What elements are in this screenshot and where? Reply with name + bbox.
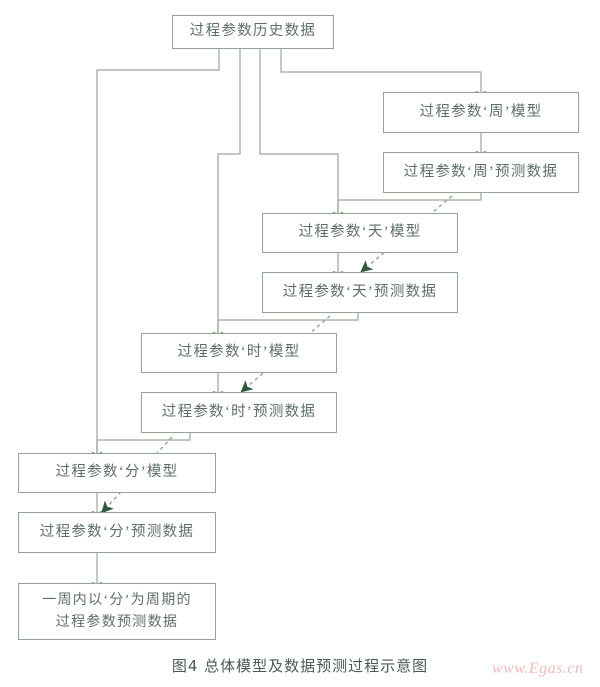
node-hour-pred[interactable]: 过程参数‘时’预测数据 (141, 392, 337, 433)
node-history-label: 过程参数历史数据 (189, 23, 317, 40)
node-final-output-label-line2: 过程参数预测数据 (55, 614, 179, 630)
node-day-model[interactable]: 过程参数‘天’模型 (262, 213, 458, 253)
node-final-output-label-line1: 一周内以‘分’为周期的 (42, 592, 192, 608)
node-day-model-label: 过程参数‘天’模型 (298, 224, 422, 241)
node-hour-model[interactable]: 过程参数‘时’模型 (141, 333, 337, 373)
node-minute-model[interactable]: 过程参数‘分’模型 (18, 453, 216, 493)
node-minute-pred-label: 过程参数‘分’预测数据 (39, 523, 195, 540)
node-week-pred[interactable]: 过程参数‘周’预测数据 (383, 152, 579, 193)
edge-day-pred-to-hour-pred-dashed (240, 315, 331, 393)
edge-history-to-hour-model (213, 49, 241, 342)
edge-week-pred-to-day-model (333, 193, 482, 222)
edge-history-to-week-model (280, 49, 486, 101)
node-final-output[interactable]: 一周内以‘分’为周期的 过程参数预测数据 (18, 583, 216, 640)
node-minute-model-label: 过程参数‘分’模型 (55, 464, 179, 481)
edge-history-to-day-model (259, 49, 343, 222)
node-week-model-label: 过程参数‘周’模型 (419, 103, 543, 120)
node-history[interactable]: 过程参数历史数据 (172, 15, 334, 49)
node-week-model[interactable]: 过程参数‘周’模型 (383, 92, 579, 133)
edge-history-to-minute-model (92, 49, 220, 462)
edge-hour-pred-to-minute-pred-dashed (101, 436, 173, 514)
node-hour-model-label: 过程参数‘时’模型 (177, 344, 301, 361)
edge-day-pred-to-hour-model (213, 313, 359, 342)
node-week-pred-label: 过程参数‘周’预测数据 (403, 163, 559, 180)
node-hour-pred-label: 过程参数‘时’预测数据 (161, 403, 317, 420)
node-day-pred-label: 过程参数‘天’预测数据 (282, 283, 438, 300)
edge-hour-pred-to-minute-model (92, 433, 191, 462)
figure-caption: 图4 总体模型及数据预测过程示意图 (171, 657, 429, 675)
watermark: www.Egas.cn (492, 660, 584, 677)
node-minute-pred[interactable]: 过程参数‘分’预测数据 (18, 512, 216, 553)
node-day-pred[interactable]: 过程参数‘天’预测数据 (262, 272, 458, 313)
